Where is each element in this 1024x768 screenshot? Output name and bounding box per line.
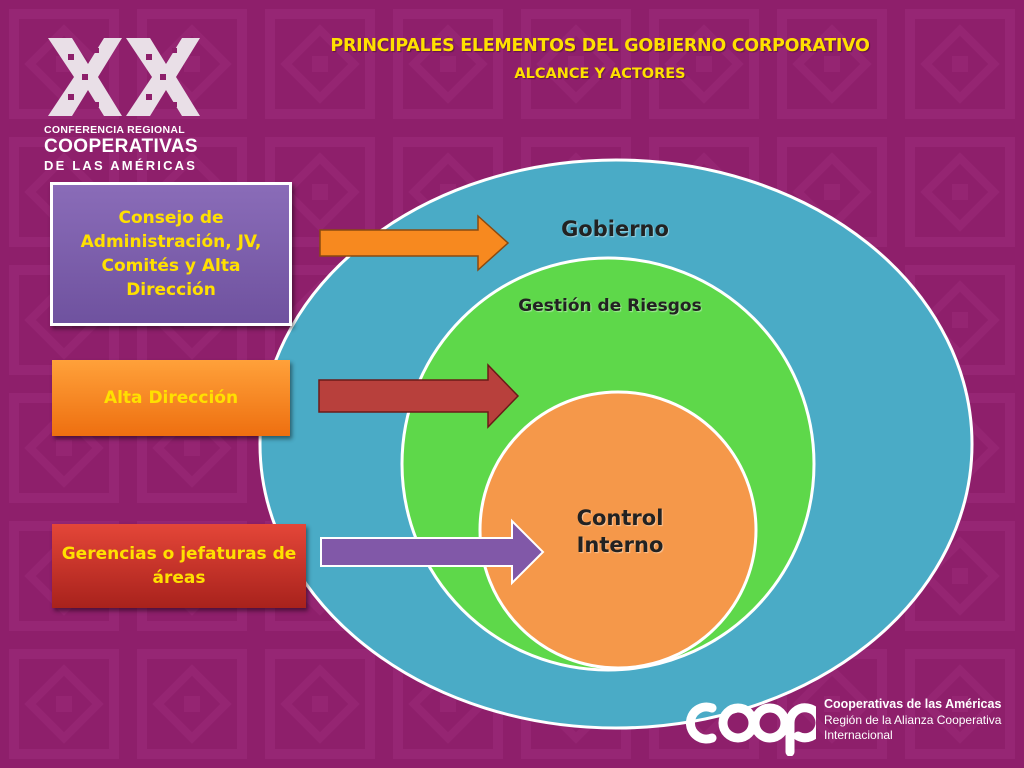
XX-icon <box>48 38 200 116</box>
label-gestion-riesgos: Gestión de Riesgos <box>518 296 702 316</box>
inner-circle-control <box>478 390 758 670</box>
box-alta-direccion: Alta Dirección <box>52 360 290 436</box>
conference-logo: CONFERENCIA REGIONAL COOPERATIVAS DE LAS… <box>44 34 204 174</box>
arrow-gerencias-to-control <box>320 518 545 586</box>
arrow-consejo-to-gobierno <box>319 214 510 272</box>
logo-line-3: DE LAS AMÉRICAS <box>44 158 198 173</box>
footer-line-2: Región de la Alianza Cooperativa <box>824 713 1002 727</box>
box-alta-direccion-text: Alta Dirección <box>103 387 239 408</box>
coop-logo-icon <box>686 702 816 756</box>
footer-line-3: Internacional <box>824 728 893 742</box>
box-gerencias-text: Gerencias o jefaturas de áreas <box>61 543 297 588</box>
footer-line-1: Cooperativas de las Américas <box>824 697 1002 711</box>
label-gobierno: Gobierno <box>561 217 669 241</box>
box-consejo: Consejo de Administración, JV, Comités y… <box>50 182 292 326</box>
arrow-alta-to-gestion <box>318 363 520 429</box>
label-control-interno: Control Interno <box>576 506 664 557</box>
logo-line-1: CONFERENCIA REGIONAL <box>44 124 185 136</box>
page-subtitle: ALCANCE Y ACTORES <box>514 66 686 82</box>
logo-line-2: COOPERATIVAS <box>44 136 198 157</box>
page-title: PRINCIPALES ELEMENTOS DEL GOBIERNO CORPO… <box>330 36 870 56</box>
box-gerencias: Gerencias o jefaturas de áreas <box>52 524 306 608</box>
box-consejo-text: Consejo de Administración, JV, Comités y… <box>80 207 262 301</box>
